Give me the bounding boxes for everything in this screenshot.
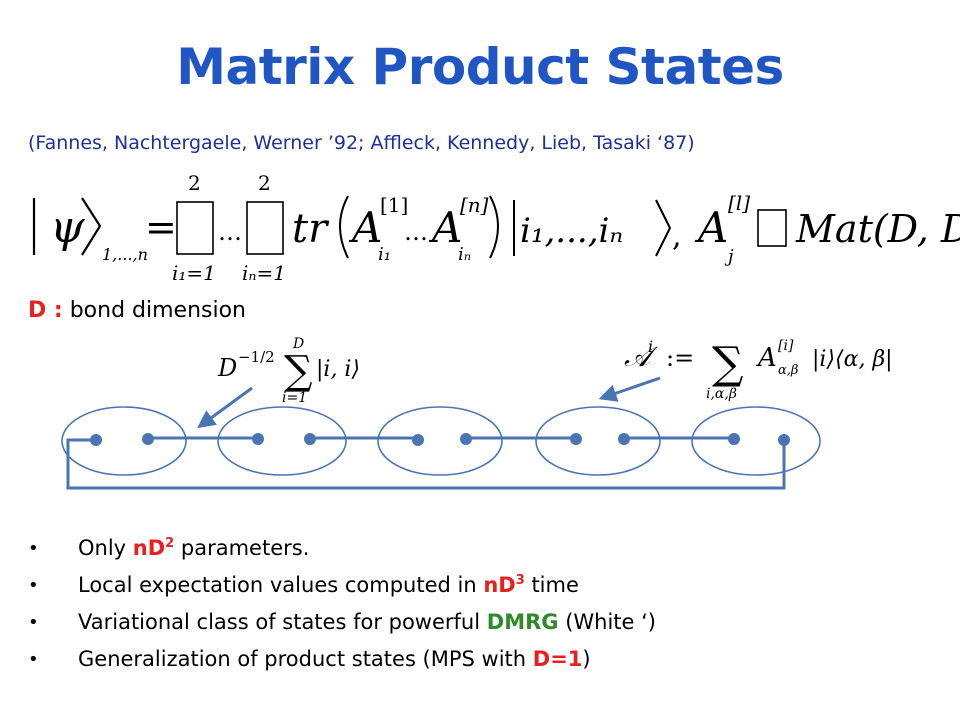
virtual-particle	[412, 434, 424, 446]
psi-subscript: 1,...,n	[102, 245, 148, 264]
formula-dots: …	[218, 218, 242, 246]
bullet-text: (White ‘)	[558, 610, 656, 634]
bond-dimension-label: D : bond dimension	[28, 298, 246, 323]
citation: (Fannes, Nachtergaele, Werner ’92; Affle…	[28, 132, 695, 154]
bullet-item: • Generalization of product states (MPS …	[28, 641, 948, 678]
ket-content: i₁,...,iₙ	[520, 211, 623, 251]
sum-lower-2: iₙ=1	[242, 261, 286, 285]
formula-comma: ,	[672, 219, 682, 254]
rf-assign: :=	[666, 344, 694, 372]
matrix-an-sup: [n]	[460, 193, 489, 217]
bullet-icon: •	[28, 649, 39, 670]
bullet-icon: •	[28, 612, 39, 633]
bullet-icon: •	[28, 575, 39, 596]
virtual-particle	[778, 434, 790, 446]
bullet-icon: •	[28, 538, 39, 559]
arrow-icon	[197, 386, 253, 429]
unknown-sum-glyph	[176, 201, 214, 255]
bullet-item: • Only nD2 parameters.	[28, 530, 948, 567]
lf-sum-top: D	[292, 336, 304, 352]
matrix-a1-sup: [1]	[380, 193, 408, 217]
bullet-highlight: nD2	[132, 536, 175, 560]
unknown-sum-glyph	[246, 201, 284, 255]
bullet-item: • Variational class of states for powerf…	[28, 604, 948, 641]
rf-sum-bottom: i,α,β	[706, 386, 737, 402]
bullet-text: parameters.	[174, 536, 310, 560]
lf-exp: −1/2	[238, 348, 275, 366]
rf-sum: ∑	[712, 338, 743, 389]
matrix-aj-sup: [l]	[728, 191, 750, 215]
matrix-aj: A	[694, 203, 728, 252]
bullet-text: Only	[78, 536, 133, 560]
equals-sign: =	[145, 205, 177, 249]
bullet-text: Variational class of states for powerful	[78, 610, 487, 634]
virtual-particle	[618, 433, 630, 445]
site-ellipse	[691, 406, 821, 476]
psi-symbol: ψ	[50, 202, 85, 253]
virtual-particle	[142, 433, 154, 445]
unknown-sum-glyph	[757, 209, 787, 247]
bullet-list: • Only nD2 parameters. • Local expectati…	[28, 530, 948, 678]
bullet-highlight: nD3	[483, 573, 525, 597]
bullet-text: Local expectation values computed in	[78, 573, 484, 597]
matrix-aj-sub: j	[724, 246, 734, 267]
virtual-particle	[90, 434, 102, 446]
arrow-icon	[598, 376, 661, 402]
bullet-highlight: D=1	[532, 647, 583, 671]
rf-term-a: A	[756, 343, 777, 373]
bullet-item: • Local expectation values computed in n…	[28, 567, 948, 604]
lf-ket: |i, i⟩	[316, 357, 360, 382]
matrix-a1: A	[348, 203, 382, 252]
rf-term-rest: |i⟩⟨α, β|	[812, 347, 893, 372]
matrix-an-sub: iₙ	[458, 244, 471, 265]
site-ellipse	[61, 406, 187, 476]
virtual-particle	[728, 433, 740, 445]
bullet-text: )	[582, 647, 591, 671]
site-ellipse	[377, 406, 503, 476]
rf-term-sup: [i]	[778, 338, 794, 354]
entangled-pair-formula: D −1/2 D ∑ i=1 |i, i⟩	[217, 336, 360, 406]
matrix-an: A	[428, 203, 462, 252]
projector-formula: 𝒜 i := ∑ i,α,β A [i] α,β |i⟩⟨α, β|	[624, 337, 893, 402]
bullet-highlight: DMRG	[486, 610, 559, 634]
bond-dimension-text: bond dimension	[62, 298, 247, 323]
lf-sum-bottom: i=1	[282, 390, 307, 406]
sum-upper-2: 2	[258, 171, 271, 195]
boundary-bond-line	[66, 438, 786, 490]
mat-space: Mat(D, D)	[795, 207, 960, 251]
site-ellipse	[535, 406, 661, 476]
virtual-particle	[570, 433, 582, 445]
trace-dots: …	[404, 218, 428, 246]
virtual-particle	[460, 433, 472, 445]
lf-sum: ∑	[284, 348, 313, 394]
rf-sup: i	[648, 337, 653, 356]
virtual-particle	[304, 433, 316, 445]
lf-d: D	[217, 354, 237, 382]
bullet-text: time	[524, 573, 579, 597]
matrix-a1-sub: i₁	[378, 244, 391, 265]
site-ellipse	[217, 406, 347, 476]
sum-upper-1: 2	[188, 171, 201, 195]
virtual-particle	[252, 433, 264, 445]
mps-formula: ψ 1,...,n = 2 i₁=1 … 2 iₙ=1 tr A [1] i₁ …	[32, 171, 960, 285]
rf-term-sub: α,β	[778, 363, 798, 378]
bullet-text: Generalization of product states (MPS wi…	[78, 647, 533, 671]
bond-dimension-symbol: D :	[28, 298, 63, 323]
page-title: Matrix Product States	[176, 38, 784, 96]
sum-lower-1: i₁=1	[172, 261, 216, 285]
trace-symbol: tr	[292, 206, 330, 252]
